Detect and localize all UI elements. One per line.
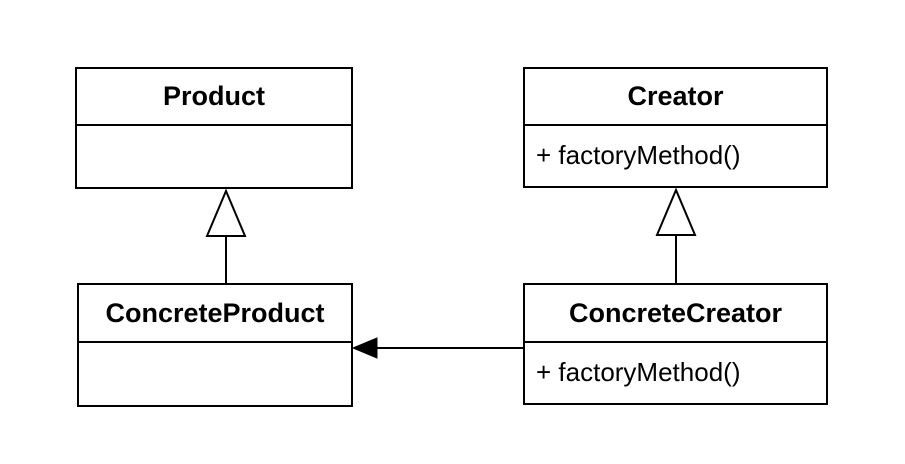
class-name-concrete-product: ConcreteProduct (79, 285, 351, 343)
filled-triangle-left-icon (351, 337, 378, 359)
members-compartment-concrete-product (79, 343, 351, 403)
class-name-product: Product (77, 69, 351, 126)
generalization-arrow-product (205, 188, 247, 283)
class-box-concrete-product: ConcreteProduct (77, 283, 353, 407)
method-label-factory-method: + factoryMethod() (536, 356, 741, 387)
class-box-concrete-creator: ConcreteCreator + factoryMethod() (523, 283, 828, 405)
method-label-factory-method: + factoryMethod() (536, 139, 741, 170)
members-compartment-concrete-creator: + factoryMethod() (525, 343, 826, 401)
class-name-concrete-creator: ConcreteCreator (525, 285, 826, 343)
generalization-arrow-creator (655, 187, 697, 283)
class-name-creator: Creator (525, 69, 826, 126)
members-compartment-creator: + factoryMethod() (525, 126, 826, 184)
class-box-product: Product (75, 67, 353, 189)
association-arrow-create (351, 337, 523, 359)
hollow-triangle-up-icon (655, 187, 697, 236)
hollow-triangle-up-icon (205, 188, 247, 237)
class-box-creator: Creator + factoryMethod() (523, 67, 828, 188)
members-compartment-product (77, 126, 351, 185)
